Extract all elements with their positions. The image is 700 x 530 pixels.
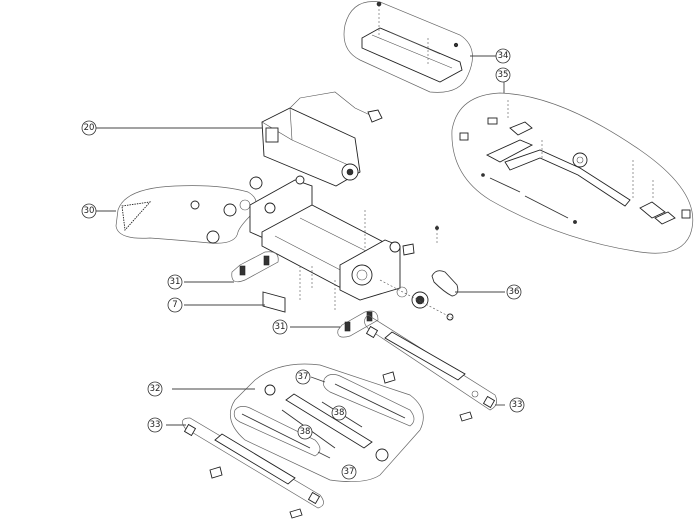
spring-group-left — [184, 251, 279, 283]
main-frame — [249, 175, 439, 310]
callout-38: 38 — [297, 424, 313, 440]
svg-text:33: 33 — [150, 420, 161, 430]
belt-icon — [431, 270, 459, 297]
cutter-block-group — [172, 363, 424, 482]
callout-33: 33 — [147, 417, 163, 433]
switch-icon — [265, 127, 279, 143]
sprocket-icon — [223, 203, 237, 217]
callout-30: 30 — [81, 203, 97, 219]
callout-20: 20 — [81, 120, 97, 136]
leader-37a — [310, 376, 326, 383]
group-outline-32 — [229, 363, 424, 482]
svg-text:37: 37 — [298, 372, 309, 382]
group-outline-34 — [343, 1, 473, 93]
roller-rear — [364, 314, 505, 422]
spring-icon — [239, 265, 246, 276]
callout-35: 35 — [495, 67, 511, 83]
motor-assembly — [96, 91, 383, 187]
svg-text:33: 33 — [512, 400, 523, 410]
roller-front — [166, 417, 324, 519]
group-outline-33a — [182, 417, 324, 509]
svg-text:34: 34 — [498, 51, 509, 61]
leader-37b — [317, 451, 331, 459]
callout-36: 36 — [506, 284, 522, 300]
spring-group-center — [290, 310, 379, 338]
svg-text:36: 36 — [509, 287, 520, 297]
svg-text:35: 35 — [498, 70, 509, 80]
cover-plate — [361, 27, 463, 83]
drive-belt — [379, 270, 505, 321]
callout-32: 32 — [147, 381, 163, 397]
callout-31: 31 — [167, 274, 183, 290]
callout-31: 31 — [272, 319, 288, 335]
linkage-bracket — [485, 139, 534, 163]
screw-icon — [376, 1, 382, 7]
group-outline-37a — [323, 374, 415, 427]
svg-text:31: 31 — [275, 322, 286, 332]
group-outline-30 — [115, 185, 257, 244]
spring-icon — [344, 321, 351, 332]
svg-text:32: 32 — [150, 384, 161, 394]
linkage-arm — [504, 149, 631, 207]
svg-text:31: 31 — [170, 277, 181, 287]
chain-drive-group — [96, 176, 263, 244]
svg-text:37: 37 — [344, 467, 355, 477]
label-plate-icon — [262, 291, 286, 313]
bearing-housing — [351, 264, 373, 286]
plug-icon — [367, 109, 383, 123]
group-outline-31b — [337, 310, 379, 338]
group-outline-33b — [364, 314, 497, 411]
label-plate — [184, 291, 286, 313]
callout-38: 38 — [331, 405, 347, 421]
svg-text:30: 30 — [84, 206, 95, 216]
callout-33: 33 — [509, 397, 525, 413]
ring-icon — [396, 286, 408, 298]
roller-rear-shaft — [384, 331, 466, 381]
group-outline-31a — [231, 251, 279, 283]
gear-hub — [572, 152, 588, 168]
power-cord — [289, 91, 371, 116]
svg-text:38: 38 — [300, 427, 311, 437]
group-outline-35 — [451, 92, 694, 254]
svg-text:20: 20 — [84, 123, 95, 133]
callout-37: 37 — [341, 464, 357, 480]
height-adjust-linkage-group — [451, 82, 694, 254]
cutter-end-cap — [375, 448, 389, 462]
sprocket-icon — [206, 230, 220, 244]
svg-text:7: 7 — [172, 300, 177, 310]
callouts: 20 30 31 7 31 32 33 33 34 35 36 37 37 38… — [81, 48, 525, 480]
svg-text:38: 38 — [334, 408, 345, 418]
chain-icon — [121, 201, 152, 232]
group-outline-37b — [233, 406, 321, 457]
spring-icon — [263, 255, 270, 266]
callout-34: 34 — [495, 48, 511, 64]
roller-front-shaft — [214, 433, 296, 485]
nut-icon — [459, 132, 469, 141]
callout-7: 7 — [167, 297, 183, 313]
spring-icon — [366, 311, 373, 322]
cutter-drum — [285, 393, 373, 449]
sprocket-icon — [249, 176, 263, 190]
top-cover-group — [343, 1, 496, 93]
callout-37: 37 — [295, 369, 311, 385]
screw-icon — [453, 42, 459, 48]
